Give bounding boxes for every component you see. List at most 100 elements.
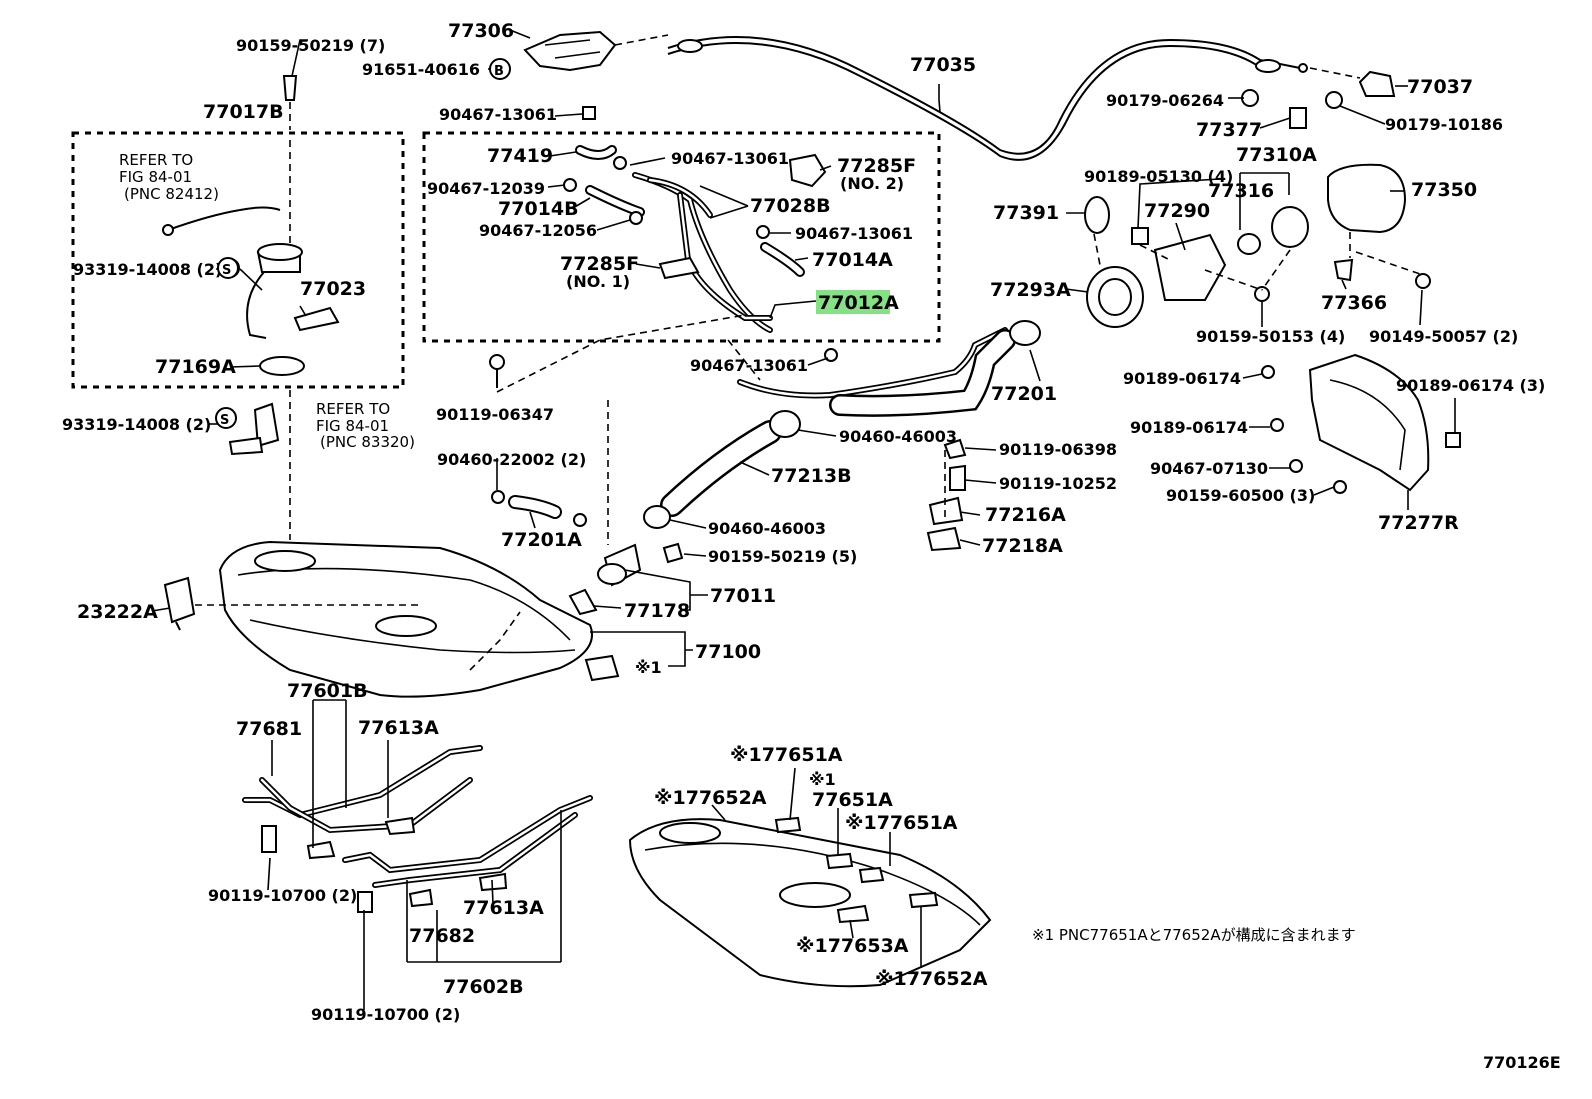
label-77366[interactable]: 77366 [1321,292,1387,314]
label-90467-12056[interactable]: 90467-12056 [479,221,597,240]
label-77391[interactable]: 77391 [993,202,1059,224]
label-77652a-b[interactable]: ※177652A [875,968,988,990]
label-90119-06398[interactable]: 90119-06398 [999,440,1117,459]
label-90467-07130[interactable]: 90467-07130 [1150,459,1268,478]
label-77377[interactable]: 77377 [1196,119,1262,141]
filler-hose-77213b [643,410,801,529]
label-90179-10186[interactable]: 90179-10186 [1385,115,1503,134]
label-77285f-no2[interactable]: 77285F [837,155,916,177]
grommet-90179-10186 [1325,91,1343,109]
label-77100[interactable]: 77100 [695,641,761,663]
label-77028b[interactable]: 77028B [750,195,831,217]
label-77601b[interactable]: 77601B [287,680,368,702]
label-23222a[interactable]: 23222A [77,601,158,623]
vent-valve-77011 [568,542,684,616]
label-mark1: ※1 [635,658,662,677]
assembly-box-77012a [422,131,941,343]
label-77651a-c[interactable]: ※177651A [845,812,958,834]
label-77682[interactable]: 77682 [409,925,475,947]
fender-liner-77277r [1261,353,1461,494]
label-90460-22002[interactable]: 90460-22002 (2) [437,450,586,469]
label-90189-06174-3[interactable]: 90189-06174 (3) [1396,376,1545,395]
label-77681[interactable]: 77681 [236,718,302,740]
label-90460-46003-a[interactable]: 90460-46003 [839,427,957,446]
refer-lower-line1: REFER TO [316,400,390,418]
label-77277r[interactable]: 77277R [1378,512,1459,534]
label-90179-06264[interactable]: 90179-06264 [1106,91,1224,110]
label-77652a-a[interactable]: ※177652A [654,787,767,809]
label-77216a[interactable]: 77216A [985,504,1066,526]
tank-band-77601b [242,745,483,860]
label-90460-46003-b[interactable]: 90460-46003 [708,519,826,538]
label-90159-50153[interactable]: 90159-50153 (4) [1196,327,1345,346]
label-90119-10700-b[interactable]: 90119-10700 (2) [311,1005,460,1024]
label-90467-13061-d[interactable]: 90467-13061 [690,356,808,375]
label-77310a[interactable]: 77310A [1236,144,1317,166]
label-77602b[interactable]: 77602B [443,976,524,998]
label-90159-50219-5[interactable]: 90159-50219 (5) [708,547,857,566]
label-77201[interactable]: 77201 [991,383,1057,405]
label-77014b[interactable]: 77014B [498,198,579,220]
label-77218a[interactable]: 77218A [982,535,1063,557]
refer-lower-line2: FIG 84-01 [316,417,389,435]
label-90467-13061-a[interactable]: 90467-13061 [439,105,557,124]
label-77350[interactable]: 77350 [1411,179,1477,201]
label-77613a-b[interactable]: 77613A [463,897,544,919]
label-90189-05130[interactable]: 90189-05130 (4) [1084,167,1233,186]
label-90467-13061-c[interactable]: 90467-13061 [795,224,913,243]
label-77017b[interactable]: 77017B [203,101,284,123]
label-90159-50219-7[interactable]: 90159-50219 (7) [236,36,385,55]
label-77651a-b[interactable]: 77651A [812,789,893,811]
assembly-box-77017b [71,131,405,389]
label-77035[interactable]: 77035 [910,54,976,76]
tank-protector-pads [628,816,992,988]
screw-90159-50219 [282,75,298,260]
label-77213b[interactable]: 77213B [771,465,852,487]
label-77178[interactable]: 77178 [624,600,690,622]
cable-clip-77037 [1358,70,1396,97]
label-90159-60500[interactable]: 90159-60500 (3) [1166,486,1315,505]
assembly-guide-lines [289,233,1291,671]
leader-lines [151,29,1456,1010]
label-90119-10700-a[interactable]: 90119-10700 (2) [208,886,357,905]
footnote: ※1 PNC77651Aと77652Aが構成に含まれます [1032,926,1356,944]
label-no1: (NO. 1) [566,272,630,291]
fuel-tube-sub-assembly [563,106,827,333]
label-90189-06174-b[interactable]: 90189-06174 [1130,418,1248,437]
label-77613a-a[interactable]: 77613A [358,717,439,739]
label-77290[interactable]: 77290 [1144,200,1210,222]
diagram-code: 770126E [1483,1053,1561,1072]
label-77037[interactable]: 77037 [1407,76,1473,98]
label-90149-50057[interactable]: 90149-50057 (2) [1369,327,1518,346]
refer-lower-line3: (PNC 83320) [320,433,415,451]
label-77653a[interactable]: ※177653A [796,935,909,957]
fuel-filter-23222a [163,576,420,631]
fuel-filler-pipe [737,320,1041,417]
label-77014a[interactable]: 77014A [812,249,893,271]
label-77012a[interactable]: 77012A [818,292,899,314]
label-90189-06174-a[interactable]: 90189-06174 [1123,369,1241,388]
label-no2: (NO. 2) [840,174,904,193]
label-77011[interactable]: 77011 [710,585,776,607]
tank-band-77602b [342,795,593,913]
label-77419[interactable]: 77419 [487,145,553,167]
label-90119-10252[interactable]: 90119-10252 [999,474,1117,493]
label-90467-13061-b[interactable]: 90467-13061 [671,149,789,168]
label-93319-14008-b[interactable]: 93319-14008 (2) [62,415,211,434]
label-77316[interactable]: 77316 [1208,180,1274,202]
label-77201a[interactable]: 77201A [501,529,582,551]
label-93319-14008-a[interactable]: 93319-14008 (2) [73,260,222,279]
label-77285f-no1[interactable]: 77285F [560,253,639,275]
label-90119-06347[interactable]: 90119-06347 [436,405,554,424]
filler-bracket-parts [489,354,967,552]
label-77293a[interactable]: 77293A [990,279,1071,301]
label-77023[interactable]: 77023 [300,278,366,300]
label-mark1b: ※1 [809,770,836,789]
label-77651a-a[interactable]: ※177651A [730,744,843,766]
refer-upper-line2: FIG 84-01 [119,168,192,186]
label-77306[interactable]: 77306 [448,20,514,42]
label-77169a[interactable]: 77169A [155,356,236,378]
label-91651-40616[interactable]: 91651-40616 [362,60,480,79]
label-90467-12039[interactable]: 90467-12039 [427,179,545,198]
